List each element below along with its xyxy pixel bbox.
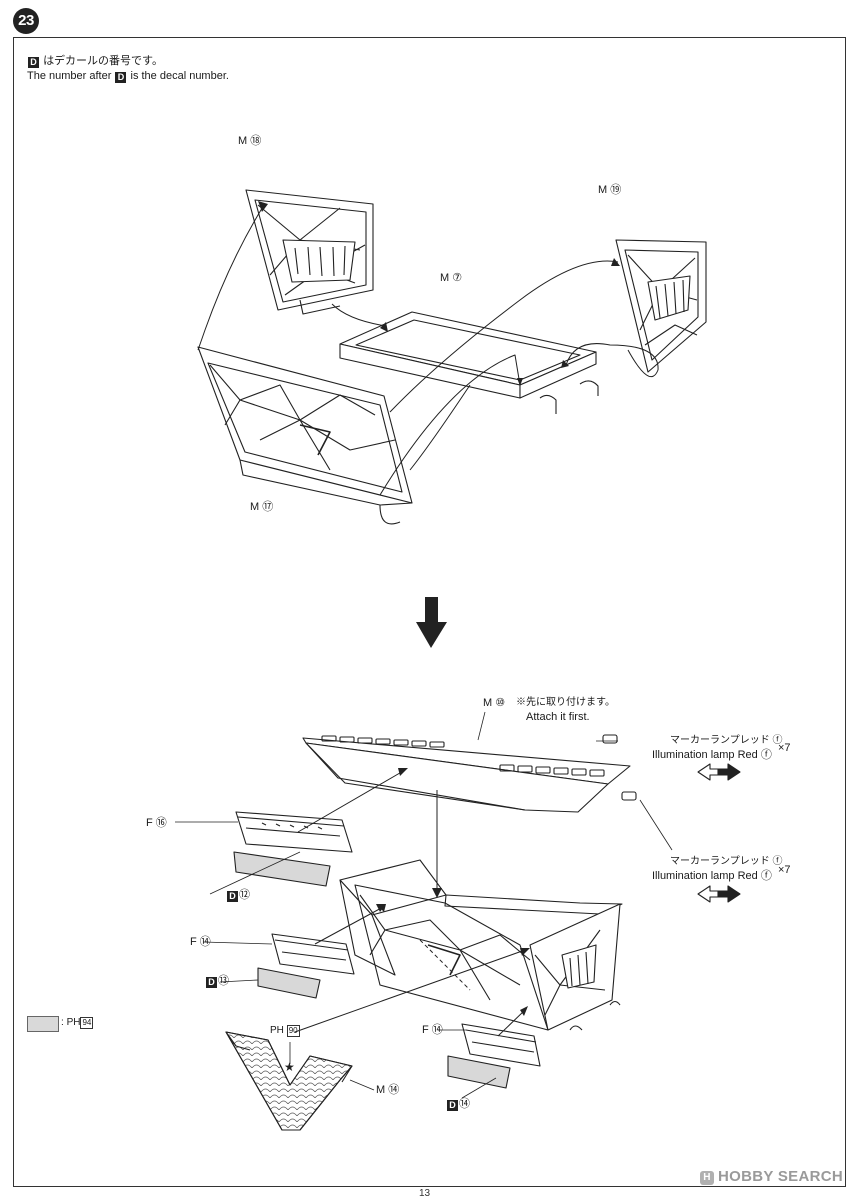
legend-separator: :: [61, 1017, 64, 1028]
label-m18: M ⑱: [238, 135, 262, 147]
down-arrow-icon: [416, 597, 447, 648]
panel-m17: [197, 346, 413, 525]
paint-legend-swatch: [27, 1016, 59, 1032]
decal-note-jp: D はデカールの番号です。: [27, 55, 163, 68]
panel-m19: [615, 239, 707, 373]
decal-note-en-prefix: The number after: [27, 70, 112, 82]
label-ph90: PH 90: [270, 1025, 300, 1037]
marker-lamp-jp-text: マーカーランプレッド: [670, 856, 770, 867]
bottom-assembly-arrows: [294, 769, 526, 1037]
badge-m14: [225, 1031, 353, 1131]
marker-code: ⓕ: [760, 749, 772, 761]
diagram-frame: [13, 37, 846, 1187]
decal-marker-icon: D: [206, 977, 217, 988]
attach-note-en: Attach it first.: [526, 711, 590, 723]
label-m10: M ⑩: [483, 697, 506, 709]
decal-number: ⑬: [218, 975, 229, 987]
top-assembly-arrows: [197, 204, 659, 496]
lamp-direction-arrow-1: [697, 763, 741, 781]
label-m17: M ⑰: [250, 501, 274, 513]
label-f16: F ⑯: [146, 817, 167, 829]
label-m7: M ⑦: [440, 272, 463, 284]
part-f14-right: [461, 1023, 541, 1067]
bottom-arrow-heads: [376, 768, 530, 1016]
decal-note-en: The number after D is the decal number.: [27, 70, 229, 83]
decal-d13: [257, 967, 321, 999]
marker-lamp-label-en-2: Illumination lamp Red ⓕ: [652, 870, 772, 882]
decal-number: ⑭: [459, 1098, 470, 1110]
part-f16: [235, 811, 353, 853]
hobby-search-logo-icon: H: [700, 1171, 714, 1185]
lamp-direction-arrow-2: [697, 885, 741, 903]
panel-m18: [245, 189, 374, 315]
marker-lamp-label-en-1: Illumination lamp Red ⓕ: [652, 749, 772, 761]
decal-number: ⑫: [239, 889, 250, 901]
label-f14-left: F ⑭: [190, 936, 211, 948]
watermark-text: HOBBY SEARCH: [718, 1168, 844, 1185]
legend-prefix: PH: [66, 1017, 81, 1028]
paint-code: 90: [286, 1025, 300, 1037]
step-number-badge: 23: [13, 8, 39, 34]
marker-multiplier-1: ×7: [778, 742, 791, 754]
legend-code: 94: [80, 1017, 94, 1029]
watermark: H HOBBY SEARCH: [700, 1168, 843, 1185]
decal-marker-icon: D: [227, 891, 238, 902]
base-tray-m7: [339, 311, 599, 414]
decal-note-en-suffix: is the decal number.: [130, 70, 229, 82]
decal-note-jp-text: はデカールの番号です。: [43, 55, 163, 67]
top-arrow-heads: [258, 201, 620, 386]
leader-lines: [175, 711, 673, 1099]
marker-lamp-en-text: Illumination lamp Red: [652, 749, 758, 761]
main-body-box: [339, 859, 623, 1031]
attach-note-jp: ※先に取り付けます。: [516, 697, 615, 708]
star-icon: ★: [284, 1060, 295, 1074]
marker-lamp-label-jp-2: マーカーランプレッド ⓕ: [670, 856, 782, 868]
marker-lamp-en-text: Illumination lamp Red: [652, 870, 758, 882]
paint-prefix: PH: [270, 1025, 284, 1036]
label-m19: M ⑲: [598, 184, 622, 196]
page-number: 13: [419, 1188, 431, 1199]
part-f14-left: [271, 933, 355, 975]
decal-marker-icon: D: [115, 72, 127, 83]
decal-marker-icon: D: [447, 1100, 458, 1111]
marker-lamp-jp-text: マーカーランプレッド: [670, 735, 770, 746]
marker-multiplier-2: ×7: [778, 864, 791, 876]
label-f14-right: F ⑭: [422, 1024, 443, 1036]
marker-code: ⓕ: [772, 735, 783, 746]
marker-code: ⓕ: [772, 856, 783, 867]
decal-d12: [233, 851, 331, 887]
label-m14: M ⑭: [376, 1084, 400, 1096]
marker-code: ⓕ: [760, 870, 772, 882]
decal-marker-icon: D: [28, 57, 39, 68]
decal-d14: [447, 1055, 511, 1089]
marker-lamp-slots: [321, 735, 605, 777]
marker-lamp-label-jp-1: マーカーランプレッド ⓕ: [670, 735, 782, 747]
